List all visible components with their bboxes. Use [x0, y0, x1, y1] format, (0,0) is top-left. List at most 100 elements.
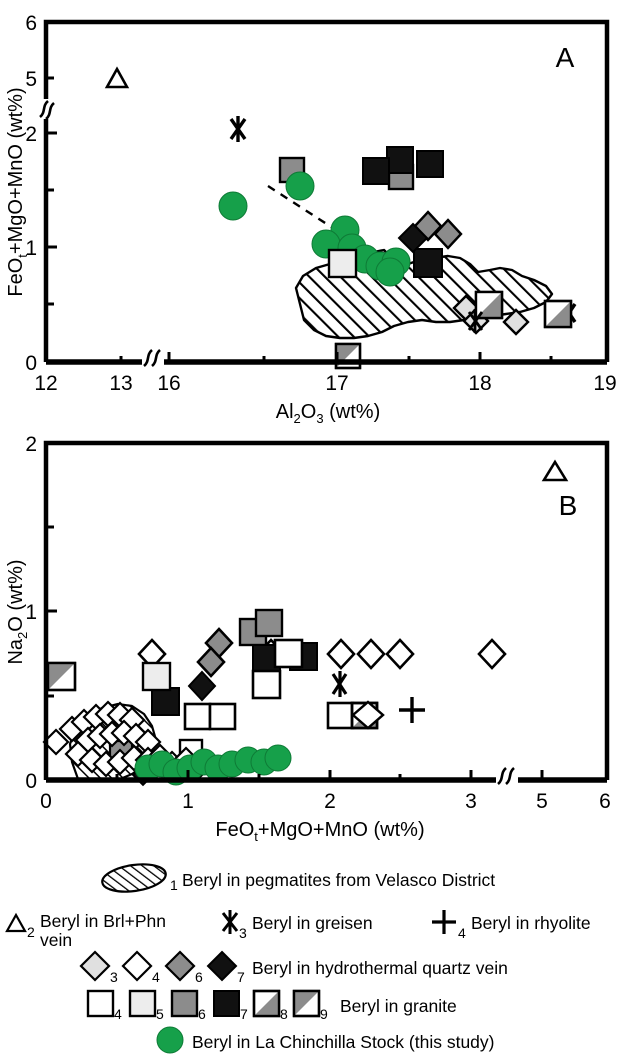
marker-diamond-gray [433, 218, 463, 250]
ytick-label-a: 0 [25, 352, 37, 375]
panel-a: 0 1 2 5 6 12 13 16 17 18 19 A FeOt+MgO+M… [5, 12, 617, 426]
marker-square-gray [254, 608, 284, 638]
marker-diamond-black [397, 222, 429, 254]
legend-number: 2 [27, 924, 35, 940]
marker-diamond-white-group [137, 638, 507, 670]
xtick-label-b: 0 [40, 790, 52, 813]
dashed-trend-line-a [267, 184, 337, 232]
circle-green-icon [156, 1026, 184, 1054]
marker-triangle-open [104, 66, 130, 89]
ytick-label-b: 1 [25, 601, 37, 624]
plus-icon [432, 910, 456, 934]
marker-diamond-lightgray [502, 308, 530, 336]
marker-square-white [251, 669, 282, 700]
square-half-gray-lower-icon [252, 989, 281, 1018]
y-axis-break-a [39, 99, 55, 120]
marker-diamond-gray [196, 646, 226, 678]
legend-label: Beryl in rhyolite [471, 913, 591, 933]
ytick-label-a: 6 [25, 12, 37, 35]
legend-number: 1 [170, 877, 178, 893]
xtick-label-a: 19 [593, 372, 616, 395]
legend-number: 4 [458, 925, 466, 941]
marker-asterisk [467, 309, 484, 333]
legend-row-la-chinchilla: Beryl in La Chinchilla Stock (this study… [156, 1026, 494, 1054]
legend-row-pegmatites: 1 Beryl in pegmatites from Velasco Distr… [101, 863, 495, 893]
marker-square-lightgray [327, 248, 358, 279]
legend-label: Beryl in Brl+Phn [40, 911, 166, 931]
x-axis-title-b: FeOt+MgO+MnO (wt%) [215, 819, 424, 844]
marker-square-half-gray-upper [46, 661, 77, 692]
marker-square-black [416, 150, 444, 178]
ytick-label-a: 5 [25, 68, 37, 91]
legend-number: 9 [320, 1006, 328, 1022]
marker-triangle-open [541, 459, 569, 482]
marker-square-white [273, 638, 304, 669]
square-gray-icon [170, 989, 199, 1018]
xtick-label-a: 17 [325, 372, 348, 395]
legend-number: 4 [152, 969, 160, 985]
panel-label-a: A [556, 42, 575, 73]
x-axis-break-a [142, 349, 164, 367]
diamond-white-icon [121, 950, 153, 982]
ytick-label-b: 2 [25, 433, 37, 456]
marker-square-half-gray-lower [543, 299, 573, 329]
data-markers-a [104, 66, 577, 370]
axes-b: 0 1 2 0 1 2 3 5 6 [25, 433, 611, 813]
xtick-label-a: 12 [34, 372, 57, 395]
marker-square-black [386, 146, 414, 174]
xtick-label-b: 5 [536, 790, 548, 813]
xtick-label-a: 16 [157, 372, 180, 395]
asterisk-icon [221, 910, 239, 934]
marker-square-black [413, 248, 443, 278]
xtick-label-a: 13 [109, 372, 132, 395]
legend-number: 3 [239, 925, 247, 941]
x-axis-break-b [496, 767, 518, 785]
legend-row-granite: 4 5 6 7 8 9 Beryl in granite [86, 989, 457, 1022]
legend: 1 Beryl in pegmatites from Velasco Distr… [5, 863, 591, 1054]
hatched-ellipse-icon [101, 863, 167, 893]
data-markers-b [42, 459, 569, 787]
legend-number: 6 [195, 969, 203, 985]
square-black-icon [213, 990, 240, 1017]
axes-a: 0 1 2 5 6 12 13 16 17 18 19 [25, 12, 616, 395]
diamond-lightgray-icon [79, 950, 111, 982]
marker-diamond-black [187, 670, 217, 702]
legend-number: 7 [240, 1006, 248, 1022]
legend-number: 3 [110, 969, 118, 985]
legend-number: 5 [156, 1006, 164, 1022]
legend-row-vein-greisen-rhyolite: 2 Beryl in Brl+Phn vein 3 Beryl in greis… [5, 910, 591, 950]
marker-square-half-gray-lower [474, 290, 504, 320]
xtick-label-b: 2 [324, 790, 336, 813]
triangle-open-icon [5, 912, 27, 933]
xtick-label-b: 1 [182, 790, 194, 813]
marker-square-black [362, 157, 390, 185]
marker-asterisk [229, 116, 247, 142]
marker-diamond-white [351, 700, 385, 730]
xtick-label-b: 3 [465, 790, 477, 813]
legend-number: 6 [198, 1006, 206, 1022]
x-axis-title-a: Al2O3 (wt%) [276, 401, 381, 426]
legend-label-line2: vein [40, 930, 72, 950]
marker-square-white [208, 702, 237, 731]
ytick-label-b: 0 [25, 770, 37, 793]
legend-number: 7 [237, 969, 245, 985]
ytick-label-a: 1 [25, 237, 37, 260]
legend-number: 4 [114, 1006, 122, 1022]
legend-label: Beryl in La Chinchilla Stock (this study… [192, 1032, 494, 1052]
legend-label: Beryl in pegmatites from Velasco Distric… [182, 870, 495, 890]
marker-asterisk [331, 671, 348, 697]
legend-label: Beryl in granite [340, 996, 457, 1016]
square-lightgray-icon [128, 989, 157, 1018]
marker-square-lightgray [141, 661, 172, 692]
marker-circle-green-group-b [134, 744, 292, 786]
legend-row-hydrothermal-quartz-vein: 3 4 6 7 Beryl in hydrothermal quartz vei… [79, 950, 508, 985]
xtick-label-b: 6 [599, 790, 611, 813]
y-axis-title-a: FeOt+MgO+MnO (wt%) [5, 87, 30, 296]
legend-label: Beryl in greisen [252, 913, 373, 933]
legend-number: 8 [280, 1006, 288, 1022]
diamond-black-icon [206, 950, 238, 982]
marker-plus [399, 697, 425, 723]
diamond-gray-icon [164, 950, 196, 982]
